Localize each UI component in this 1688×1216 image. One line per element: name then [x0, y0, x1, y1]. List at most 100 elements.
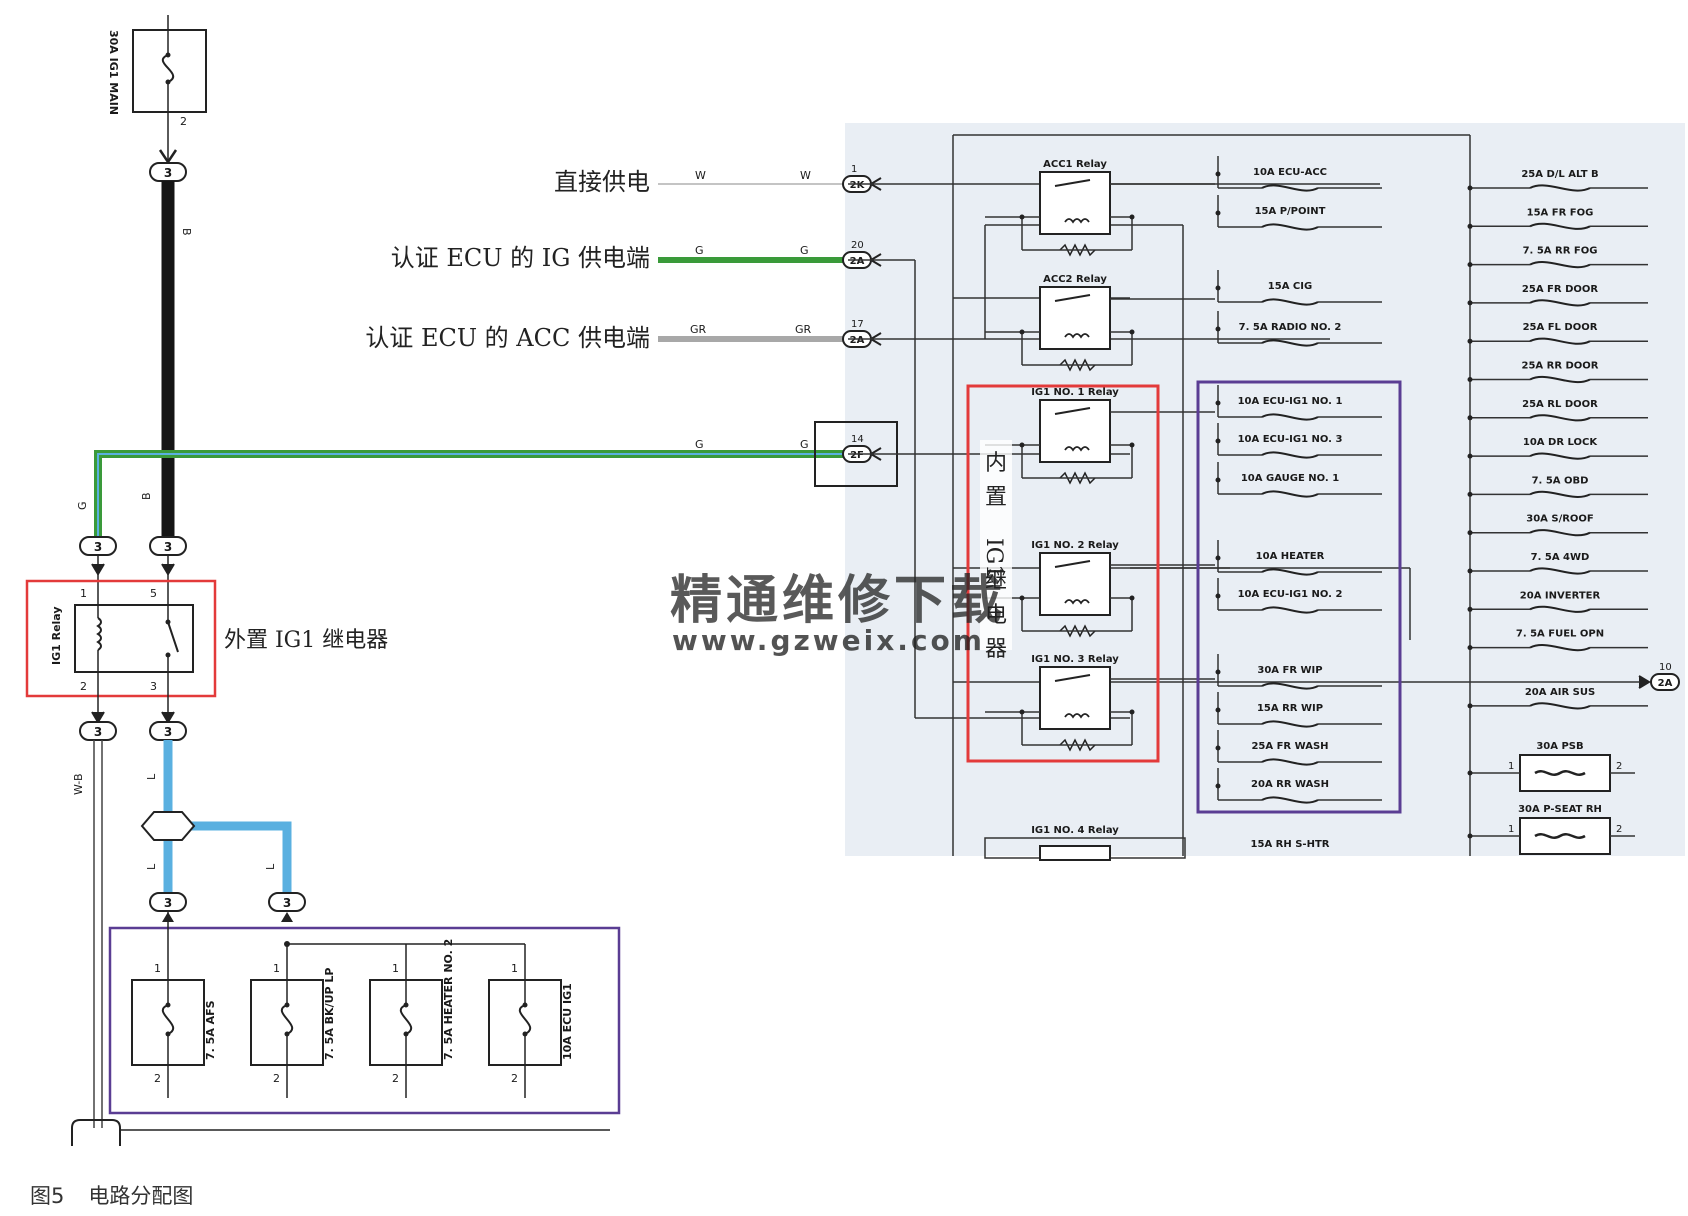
- right-fuse-item: 25A RL DOOR: [1467, 399, 1648, 422]
- svg-text:5: 5: [150, 587, 157, 600]
- jb-connector-code: 2A: [850, 256, 865, 267]
- mid-fuse-item: 20A RR WASH: [1215, 768, 1382, 804]
- bottom-fuse-label: 7. 5A AFS: [204, 1000, 217, 1060]
- jb-connector-pin: 17: [851, 319, 864, 330]
- svg-text:1: 1: [80, 587, 87, 600]
- relay-label: IG1 NO. 3 Relay: [1031, 654, 1119, 665]
- jb-connector-code: 2F: [850, 450, 864, 461]
- right-fuse-item: 20A AIR SUS: [1467, 687, 1648, 710]
- svg-text:3: 3: [150, 680, 157, 693]
- svg-text:G: G: [800, 244, 809, 257]
- mid-fuse-label: 15A CIG: [1268, 281, 1312, 292]
- jb-relay: IG1 NO. 1 Relay: [985, 387, 1215, 485]
- right-fuse-label: 25A RR DOOR: [1521, 361, 1598, 372]
- wire-code-g3: G: [695, 438, 704, 451]
- label-ecu-acc-supply: 认证 ECU 的 ACC 供电端: [365, 324, 650, 352]
- bottom-fuse-pin-bottom: 2: [154, 1072, 161, 1085]
- jb-connector-code: 2A: [1658, 678, 1673, 689]
- bottom-fuse-pin-bottom: 2: [511, 1072, 518, 1085]
- wire-l-branch: [168, 821, 292, 900]
- external-relay-highlight: [25, 579, 217, 698]
- right-fuse-label: 7. 5A RR FOG: [1523, 246, 1598, 257]
- right-fuse-label: 7. 5A OBD: [1532, 475, 1589, 486]
- right-fuse-item: 25A RR DOOR: [1467, 361, 1648, 384]
- label-ecu-ig-supply: 认证 ECU 的 IG 供电端: [391, 244, 650, 272]
- right-fuse-label: 25A FR DOOR: [1522, 284, 1598, 295]
- svg-text:3: 3: [94, 725, 102, 739]
- connector-bkup: 3: [268, 892, 306, 912]
- right-fuse-item: 7. 5A FUEL OPN: [1467, 629, 1648, 652]
- relay-label: ACC2 Relay: [1043, 274, 1107, 285]
- ig1-fuse-group-highlight: [1196, 380, 1402, 814]
- right-fuse-label: 25A D/L ALT B: [1521, 169, 1598, 180]
- right-fuse-label: 20A AIR SUS: [1525, 687, 1595, 698]
- jb-relay: IG1 NO. 2 Relay: [985, 540, 1215, 638]
- boxed-fuse-pin-in: 1: [1508, 761, 1514, 772]
- bottom-fuse-label: 7. 5A BK/UP LP: [323, 968, 336, 1060]
- svg-text:3: 3: [164, 725, 172, 739]
- mid-fuse-label: 15A RH S-HTR: [1251, 839, 1330, 850]
- internal-relay-name-part: IG1: [981, 538, 1006, 578]
- internal-relay-name-part: 内: [985, 451, 1007, 476]
- bottom-fuse-pin-top: 1: [154, 962, 161, 975]
- connector-relay-out-right: 3: [149, 721, 187, 741]
- connector-relay-out-left: 3: [79, 721, 117, 741]
- bottom-fuse-label: 10A ECU IG1: [561, 983, 574, 1060]
- right-fuse-label: 30A S/ROOF: [1526, 514, 1594, 525]
- watermark-url: www.gzweix.com: [672, 624, 985, 657]
- internal-relay-name-part: 置: [985, 485, 1007, 510]
- mid-fuse-item: 15A P/POINT: [1215, 195, 1382, 231]
- mid-fuse-item: 15A RH S-HTR: [1251, 839, 1330, 850]
- mid-fuse-label: 10A HEATER: [1256, 551, 1325, 562]
- jb-relay: ACC2 Relay: [985, 274, 1215, 372]
- bottom-fuse-pin-top: 1: [392, 962, 399, 975]
- svg-text:L: L: [145, 863, 158, 870]
- svg-text:3: 3: [94, 540, 102, 554]
- svg-text:GR: GR: [690, 323, 707, 336]
- mid-fuse-item: 15A CIG: [1215, 270, 1382, 306]
- connector-afs: 3: [149, 892, 187, 912]
- internal-relay-highlight: [966, 384, 1160, 763]
- svg-text:3: 3: [283, 896, 291, 910]
- mid-fuse-label: 10A ECU-IG1 NO. 3: [1238, 434, 1343, 445]
- boxed-fuse-pin-out: 2: [1616, 761, 1622, 772]
- relay-label: IG1 NO. 4 Relay: [1031, 825, 1119, 836]
- internal-relay-name-part: 器: [985, 637, 1007, 662]
- connector-relay-in-right: 3: [149, 536, 187, 556]
- svg-text:3: 3: [164, 166, 172, 180]
- right-fuse-label: 20A INVERTER: [1520, 590, 1601, 601]
- right-fuse-item: 10A DR LOCK: [1467, 437, 1648, 460]
- mid-fuse-item: 10A ECU-ACC: [1215, 156, 1382, 192]
- svg-text:L: L: [264, 863, 277, 870]
- bottom-fuse-pin-top: 1: [273, 962, 280, 975]
- bottom-fuse-pin-bottom: 2: [273, 1072, 280, 1085]
- mid-fuse-item: 25A FR WASH: [1215, 730, 1382, 766]
- svg-text:L: L: [145, 773, 158, 780]
- mid-fuse-label: 10A ECU-IG1 NO. 1: [1238, 396, 1343, 407]
- jb-relay: ACC1 Relay: [985, 159, 1215, 257]
- right-fuse-item: 7. 5A RR FOG: [1467, 246, 1648, 269]
- right-fuse-item: 30A S/ROOF: [1467, 514, 1648, 537]
- boxed-fuse-pin-out: 2: [1616, 824, 1622, 835]
- watermark-cn: 精通维修下载: [670, 570, 1006, 631]
- splice-point: [140, 811, 196, 841]
- bottom-fuse-pin-top: 1: [511, 962, 518, 975]
- internal-relay-name-part: 继: [985, 569, 1007, 594]
- wire-code-wb: W-B: [72, 773, 85, 795]
- label-direct-supply: 直接供电: [554, 168, 650, 196]
- right-fuse-item: 25A FL DOOR: [1467, 322, 1648, 345]
- boxed-fuse-pin-in: 1: [1508, 824, 1514, 835]
- internal-relay-name-part: 电: [985, 603, 1007, 628]
- svg-text:3: 3: [164, 896, 172, 910]
- wire-g-ig1: [94, 450, 848, 545]
- bottom-fuse-label: 7. 5A HEATER NO. 2: [442, 939, 455, 1060]
- mid-fuse-label: 10A GAUGE NO. 1: [1241, 473, 1339, 484]
- right-fuse-item: 7. 5A OBD: [1467, 475, 1648, 498]
- wire-code-b1: B: [180, 228, 193, 236]
- mid-fuse-label: 15A P/POINT: [1255, 206, 1326, 217]
